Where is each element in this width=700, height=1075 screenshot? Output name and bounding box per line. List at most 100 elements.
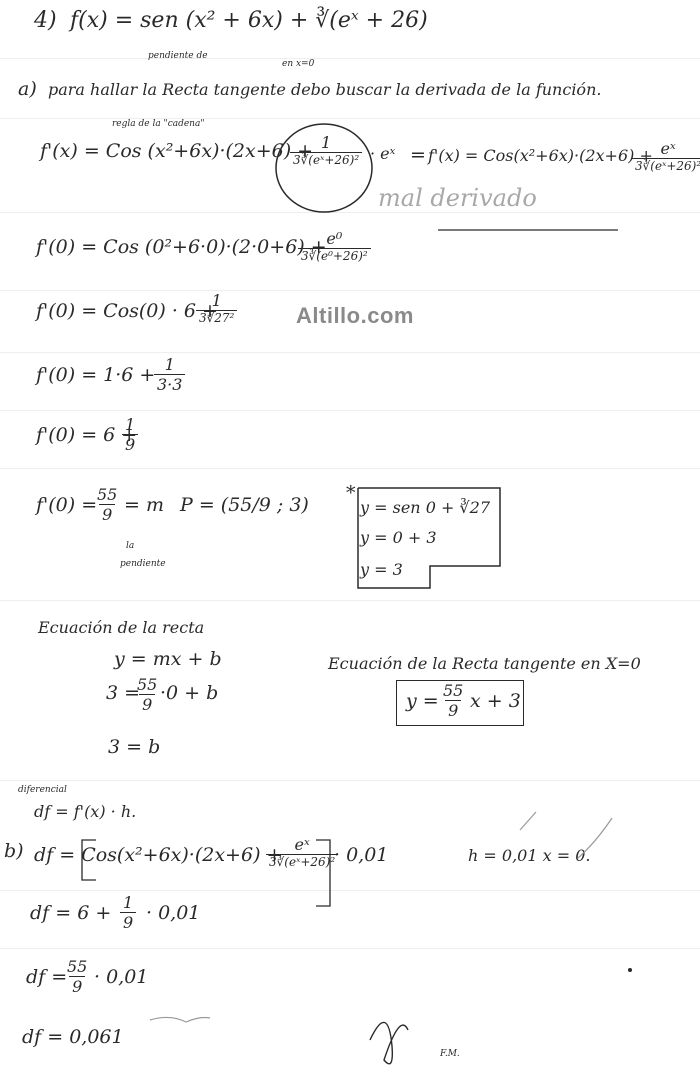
- signature-mark: [369, 1021, 409, 1065]
- ruled-line: [0, 948, 700, 949]
- part-a-intro: para hallar la Recta tangente debo busca…: [48, 80, 602, 99]
- ruled-line: [0, 600, 700, 601]
- eval-5-lhs: f'(0) =: [36, 494, 98, 516]
- rhs-fraction-den: 3∛(eˣ+26)²: [632, 157, 700, 173]
- eval-5-num: 55: [97, 485, 118, 504]
- point-p: P = (55/9 ; 3): [180, 494, 309, 516]
- checkmark-icon: [519, 811, 613, 859]
- df-line-4: df = 0,061: [22, 1026, 124, 1048]
- df-1-den: 3∛(eˣ+26)²: [266, 853, 339, 869]
- df-line-1-post: · 0,01: [334, 844, 389, 866]
- df-line-2-fraction: 1 9: [120, 893, 137, 932]
- ruled-line: [0, 290, 700, 291]
- asterisk: *: [346, 482, 356, 504]
- ec-line-1: y = mx + b: [114, 648, 222, 670]
- ec-line-2-pre: 3 =: [106, 682, 141, 704]
- df-1-num: eˣ: [294, 835, 310, 854]
- problem-number: 4): [34, 8, 57, 33]
- times-ex: · eˣ: [370, 144, 396, 163]
- ruled-line: [0, 352, 700, 353]
- eval-1-num: e⁰: [326, 229, 343, 248]
- ruled-line: [0, 468, 700, 469]
- eval-2-fraction: 1 3∛27²: [196, 291, 238, 325]
- eval-3: f'(0) = 1·6 +: [36, 364, 156, 386]
- derivative-lhs: f'(x) = Cos (x²+6x)·(2x+6) +: [40, 140, 314, 162]
- diferencial-note: diferencial: [18, 785, 67, 795]
- df-2-num: 1: [123, 893, 134, 912]
- eval-4: f'(0) = 6 +: [36, 424, 138, 446]
- ec-line-2-fraction: 55 9: [134, 676, 160, 713]
- df-definition: df = f'(x) · h.: [34, 802, 137, 821]
- box-line-2: y = 0 + 3: [360, 528, 437, 547]
- final-den: 9: [445, 699, 462, 720]
- eval-4-num: 1: [125, 415, 136, 434]
- part-b-label: b): [4, 840, 24, 862]
- ec-line-3: 3 = b: [108, 736, 161, 758]
- eval-2-den: 3∛27²: [196, 309, 238, 325]
- ruled-line: [0, 780, 700, 781]
- final-num: 55: [443, 681, 464, 700]
- df-line-3-pre: df =: [26, 966, 68, 988]
- rhs-fraction: eˣ 3∛(eˣ+26)²: [632, 140, 700, 173]
- box-line-3: y = 3: [360, 560, 403, 579]
- ruled-line: [0, 118, 700, 119]
- teacher-note-mal-derivado: mal derivado: [378, 184, 537, 212]
- eval-4-den: 9: [122, 433, 139, 454]
- eval-5-fraction: 55 9: [94, 486, 120, 523]
- part-a-label: a): [18, 78, 37, 100]
- end-initials: F.M.: [440, 1049, 460, 1059]
- derivative-rhs: f'(x) = Cos(x²+6x)·(2x+6) +: [428, 146, 653, 165]
- note-pendiente-de: pendiente de: [148, 51, 208, 61]
- df-3-num: 55: [67, 957, 88, 976]
- eval-1: f'(0) = Cos (0²+6·0)·(2·0+6) +: [36, 236, 327, 258]
- final-answer-box: [396, 680, 524, 726]
- bracket-left: [81, 839, 96, 881]
- ruled-line: [0, 890, 700, 891]
- circled-fraction-num: 1: [320, 133, 332, 152]
- ecuacion-label: Ecuación de la recta: [38, 618, 205, 637]
- df-line-1-pre: df = Cos(x²+6x)·(2x+6) +: [34, 844, 283, 866]
- teacher-scribble: [149, 1016, 211, 1023]
- ruled-line: [0, 410, 700, 411]
- la-label: la: [126, 541, 135, 551]
- eval-4-fraction: 1 9: [122, 415, 139, 454]
- rhs-fraction-num: eˣ: [660, 139, 676, 158]
- watermark: Altillo.com: [296, 303, 414, 328]
- ec-line-2-post: ·0 + b: [160, 682, 219, 704]
- eval-5-m: = m: [124, 494, 164, 516]
- eval-3-num: 1: [164, 355, 175, 374]
- df-2-den: 9: [120, 911, 137, 932]
- problem-function: f(x) = sen (x² + 6x) + ∛(eˣ + 26): [70, 8, 428, 33]
- tangent-equation-title: Ecuación de la Recta tangente en X=0: [328, 654, 641, 673]
- box-line-1: y = sen 0 + ∛27: [360, 498, 490, 517]
- eval-3-den: 3·3: [154, 373, 186, 394]
- final-fraction: 55 9: [440, 682, 466, 719]
- eval-3-fraction: 1 3·3: [154, 355, 186, 394]
- eval-5-den: 9: [99, 503, 116, 524]
- bracket-right: [316, 839, 331, 907]
- ec-line-2-num: 55: [137, 675, 158, 694]
- h-and-x-values: h = 0,01 x = 0.: [468, 846, 591, 865]
- ec-line-2-den: 9: [139, 693, 156, 714]
- circled-fraction: 1 3∛(eˣ+26)²: [290, 133, 363, 167]
- ruled-line: [0, 212, 700, 213]
- eval-2: f'(0) = Cos(0) · 6 +: [36, 300, 218, 322]
- final-post: x + 3: [470, 690, 521, 712]
- df-line-1-fraction: eˣ 3∛(eˣ+26)²: [266, 835, 339, 869]
- df-3-den: 9: [69, 975, 86, 996]
- note-en-x0: en x=0: [282, 59, 315, 69]
- df-line-2-post: · 0,01: [146, 902, 201, 924]
- df-line-2-pre: df = 6 +: [30, 902, 112, 924]
- y-value-box: [357, 487, 501, 589]
- df-line-3-post: · 0,01: [94, 966, 149, 988]
- chain-rule-note: regla de la "cadena": [112, 119, 205, 129]
- circled-fraction-den: 3∛(eˣ+26)²: [290, 151, 363, 167]
- eval-1-den: 3∛(e⁰+26)²: [298, 247, 371, 263]
- circle-mark: [275, 123, 373, 213]
- df-line-3-fraction: 55 9: [64, 958, 90, 995]
- pendiente-label: pendiente: [120, 559, 166, 569]
- eval-2-num: 1: [211, 291, 222, 310]
- equals-sign: =: [410, 144, 426, 166]
